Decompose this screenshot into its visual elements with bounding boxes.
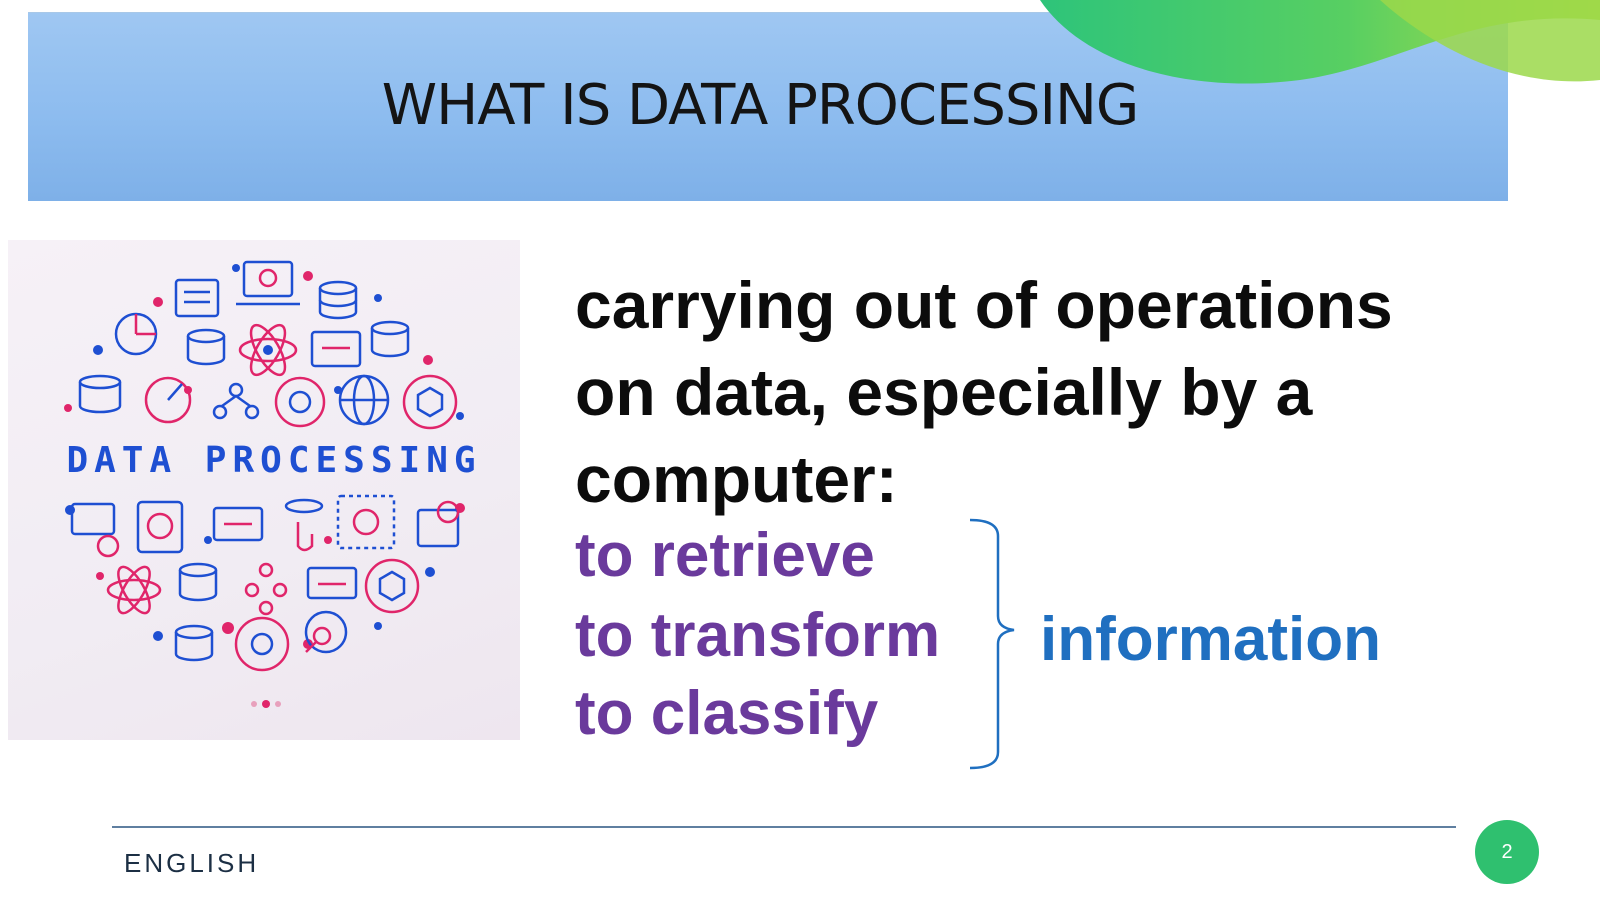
decorative-dots [64, 264, 465, 708]
magnifier-icon [304, 610, 348, 654]
right-curly-bracket [969, 518, 1015, 770]
document-icon [174, 278, 220, 318]
definition-line: carrying out of operations [575, 268, 1393, 342]
gear-icon [274, 376, 326, 428]
hexagon-network-icon [244, 562, 288, 616]
footer-divider [112, 826, 1456, 828]
globe-icon [338, 374, 390, 426]
definition-text: carrying out of operations on data, espe… [575, 262, 1575, 523]
database-icon [174, 624, 214, 662]
operation-classify: to classify [575, 679, 879, 748]
hexagon-network-icon [402, 374, 458, 430]
definition-line: computer: [575, 442, 898, 516]
database-icon [318, 280, 358, 320]
operation-retrieve: to retrieve [575, 521, 875, 590]
result-information: information [1040, 605, 1381, 674]
chart-icon [114, 312, 158, 356]
illustration-caption: DATA PROCESSING [66, 440, 482, 481]
database-icon [78, 374, 122, 414]
definition-line: on data, especially by a [575, 355, 1313, 429]
database-icon [186, 328, 226, 366]
gear-icon [234, 616, 290, 672]
document-icon [212, 506, 264, 542]
hand-pointer-icon [284, 498, 324, 552]
hexagon-network-icon [364, 558, 420, 614]
database-icon [370, 320, 410, 358]
laptop-icon [236, 260, 300, 306]
gear-icon [136, 500, 184, 554]
footer-label: ENGLISH [124, 848, 260, 878]
document-icon [310, 330, 362, 368]
illustration-svg [64, 260, 465, 708]
atom-icon [238, 323, 298, 377]
page-number-badge: 2 [1475, 820, 1539, 884]
document-icon [416, 500, 460, 548]
operation-transform: to transform [575, 601, 941, 670]
decorative-wave [1040, 0, 1600, 84]
slide-title: WHAT IS DATA PROCESSING [381, 72, 1140, 138]
hexagon-network-icon [212, 382, 260, 420]
chart-icon [144, 376, 192, 424]
binary-code-icon [336, 494, 396, 550]
atom-icon [106, 565, 162, 615]
database-icon [178, 562, 218, 602]
document-icon [70, 502, 120, 558]
document-icon [306, 566, 358, 600]
data-processing-illustration: DATA PROCESSING [8, 240, 520, 740]
